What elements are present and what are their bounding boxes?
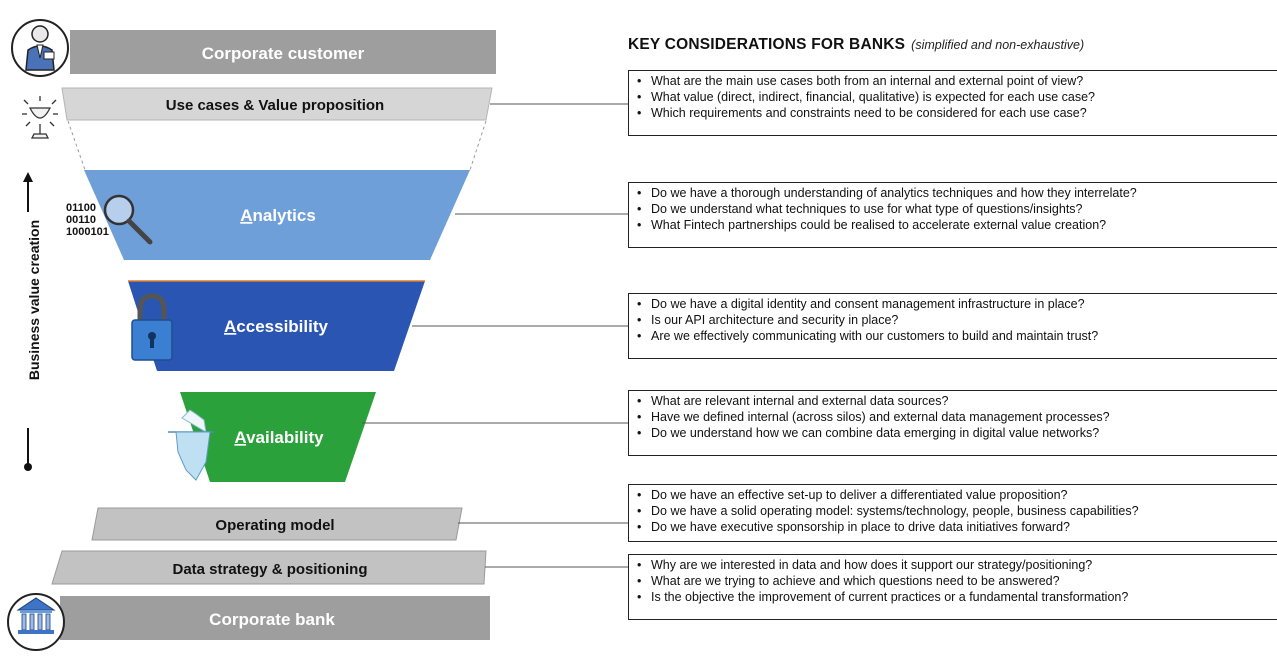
analytics-label-rest: nalytics [252, 206, 315, 225]
heading-subtitle: (simplified and non-exhaustive) [911, 38, 1085, 52]
use-cases-label: Use cases & Value proposition [166, 97, 384, 114]
availability-label-rest: vailability [246, 428, 324, 447]
operating-model-band [91, 507, 463, 541]
list-item: Do we have a digital identity and consen… [635, 296, 1271, 312]
analytics-considerations: Do we have a thorough understanding of a… [628, 182, 1277, 248]
value-axis-arrow [23, 172, 33, 471]
accessibility-considerations: Do we have a digital identity and consen… [628, 293, 1277, 359]
list-item: Is our API architecture and security in … [635, 312, 1271, 328]
binary-line-2: 00110 [66, 214, 96, 226]
list-item: Do we understand how we can combine data… [635, 425, 1271, 441]
accessibility-label: Accessibility [224, 317, 328, 336]
list-item: What Fintech partnerships could be reali… [635, 217, 1271, 233]
list-item: What value (direct, indirect, financial,… [635, 89, 1271, 105]
list-item: Do we have executive sponsorship in plac… [635, 519, 1271, 535]
data-strategy-considerations: Why are we interested in data and how do… [628, 554, 1277, 620]
operating-model-label: Operating model [215, 517, 334, 534]
use-cases-considerations: What are the main use cases both from an… [628, 70, 1277, 136]
list-item: Is the objective the improvement of curr… [635, 589, 1271, 605]
analytics-band [84, 170, 470, 260]
use-cases-band [61, 87, 493, 121]
iceberg-icon [168, 409, 214, 481]
list-item: Which requirements and constraints need … [635, 105, 1271, 121]
accessibility-label-rest: ccessibility [236, 317, 328, 336]
corporate-customer-label: Corporate customer [202, 44, 365, 63]
trophy-icon [22, 96, 58, 139]
data-magnifier-icon: 01100 00110 1000101 [66, 194, 153, 245]
availability-considerations: What are relevant internal and external … [628, 390, 1277, 456]
list-item: Have we defined internal (across silos) … [635, 409, 1271, 425]
corporate-customer-band [70, 30, 496, 74]
corporate-bank-band [60, 596, 490, 640]
binary-line-1: 01100 [66, 202, 96, 214]
businessman-icon [11, 19, 69, 77]
business-value-axis-label: Business value creation [26, 219, 42, 381]
corporate-bank-label: Corporate bank [209, 610, 335, 629]
list-item: Do we have an effective set-up to delive… [635, 487, 1271, 503]
binary-line-3: 1000101 [66, 226, 109, 238]
list-item: Are we effectively communicating with ou… [635, 328, 1271, 344]
analytics-label: Analytics [240, 206, 316, 225]
availability-label-first-letter: A [234, 428, 246, 447]
availability-label: Availability [234, 428, 324, 447]
bank-icon [7, 593, 65, 651]
availability-band [180, 392, 376, 482]
list-item: Do we have a solid operating model: syst… [635, 503, 1271, 519]
analytics-label-first-letter: A [240, 206, 252, 225]
accessibility-label-first-letter: A [224, 317, 236, 336]
data-strategy-label: Data strategy & positioning [172, 561, 367, 578]
list-item: What are the main use cases both from an… [635, 73, 1271, 89]
accessibility-band [128, 281, 425, 371]
list-item: Why are we interested in data and how do… [635, 557, 1271, 573]
data-strategy-band [51, 550, 487, 585]
operating-model-considerations: Do we have an effective set-up to delive… [628, 484, 1277, 542]
list-item: What are relevant internal and external … [635, 393, 1271, 409]
list-item: Do we understand what techniques to use … [635, 201, 1271, 217]
funnel-guide-left [67, 120, 86, 171]
funnel-guide-right [469, 120, 487, 171]
list-item: What are we trying to achieve and which … [635, 573, 1271, 589]
list-item: Do we have a thorough understanding of a… [635, 185, 1271, 201]
considerations-heading: KEY CONSIDERATIONS FOR BANKS (simplified … [628, 36, 1084, 54]
heading-title: KEY CONSIDERATIONS FOR BANKS [628, 36, 906, 53]
padlock-icon [131, 293, 173, 361]
